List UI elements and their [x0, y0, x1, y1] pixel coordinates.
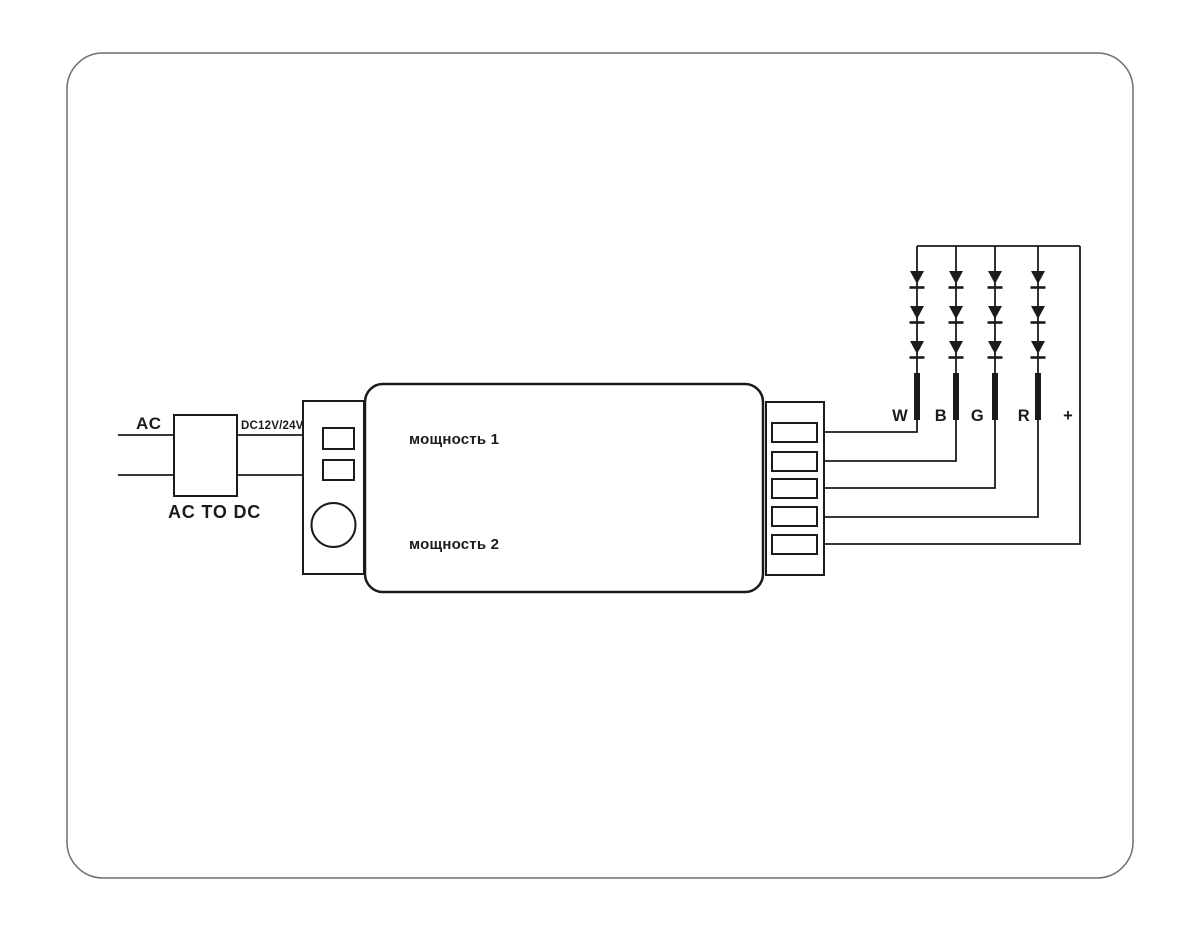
ac-to-dc-label: AC TO DC	[168, 502, 261, 522]
led-diode-icon	[1031, 271, 1045, 284]
led-diode-icon	[1031, 306, 1045, 319]
led-diode-icon	[988, 341, 1002, 354]
wire-channel-plus	[824, 246, 1081, 545]
controller-box	[363, 382, 765, 594]
input-terminal-2	[322, 459, 355, 481]
zone2-label: мощность 2	[409, 536, 499, 553]
zone1-label: мощность 1	[409, 431, 499, 448]
output-terminal-2	[771, 451, 818, 472]
wire-channel-r	[824, 246, 1039, 518]
channel-label-b: B	[935, 407, 947, 425]
led-diode-icon	[910, 306, 924, 319]
output-terminal-3	[771, 478, 818, 499]
output-terminal-5	[771, 534, 818, 555]
led-diode-icon	[910, 271, 924, 284]
strip-connector-bar	[914, 373, 920, 420]
led-diode-icon	[949, 341, 963, 354]
channel-label-r: R	[1018, 407, 1030, 425]
wire-channel-w	[824, 246, 918, 433]
channel-label-g: G	[971, 407, 984, 425]
channel-label-plus: +	[1063, 407, 1073, 425]
ac-label: AC	[136, 414, 162, 433]
strip-connector-bar	[1035, 373, 1041, 420]
output-terminal-block	[765, 401, 825, 576]
input-terminal-1	[322, 427, 355, 450]
strip-connector-bar	[953, 373, 959, 420]
led-column-b: B	[935, 271, 964, 425]
strip-connector-bar	[992, 373, 998, 420]
led-diode-icon	[988, 271, 1002, 284]
output-terminal-4	[771, 506, 818, 527]
led-column-g: G	[971, 271, 1003, 425]
ac-to-dc-converter-box	[173, 414, 238, 497]
diagram-outer-border	[66, 52, 1134, 879]
led-diode-icon	[1031, 341, 1045, 354]
led-diode-icon	[949, 271, 963, 284]
wire-channel-g	[824, 246, 996, 489]
controller-button-circle	[310, 502, 357, 548]
led-diode-icon	[949, 306, 963, 319]
led-column-w: W	[892, 271, 925, 425]
led-column-r: R	[1018, 271, 1046, 425]
input-terminal-block	[302, 400, 365, 575]
dc-voltage-label: DC12V/24V	[241, 420, 304, 432]
wire-channel-b	[824, 246, 957, 462]
output-terminal-1	[771, 422, 818, 443]
led-diode-icon	[988, 306, 1002, 319]
input-terminal-housing	[302, 400, 365, 575]
led-diode-icon	[910, 341, 924, 354]
channel-label-w: W	[892, 407, 908, 425]
